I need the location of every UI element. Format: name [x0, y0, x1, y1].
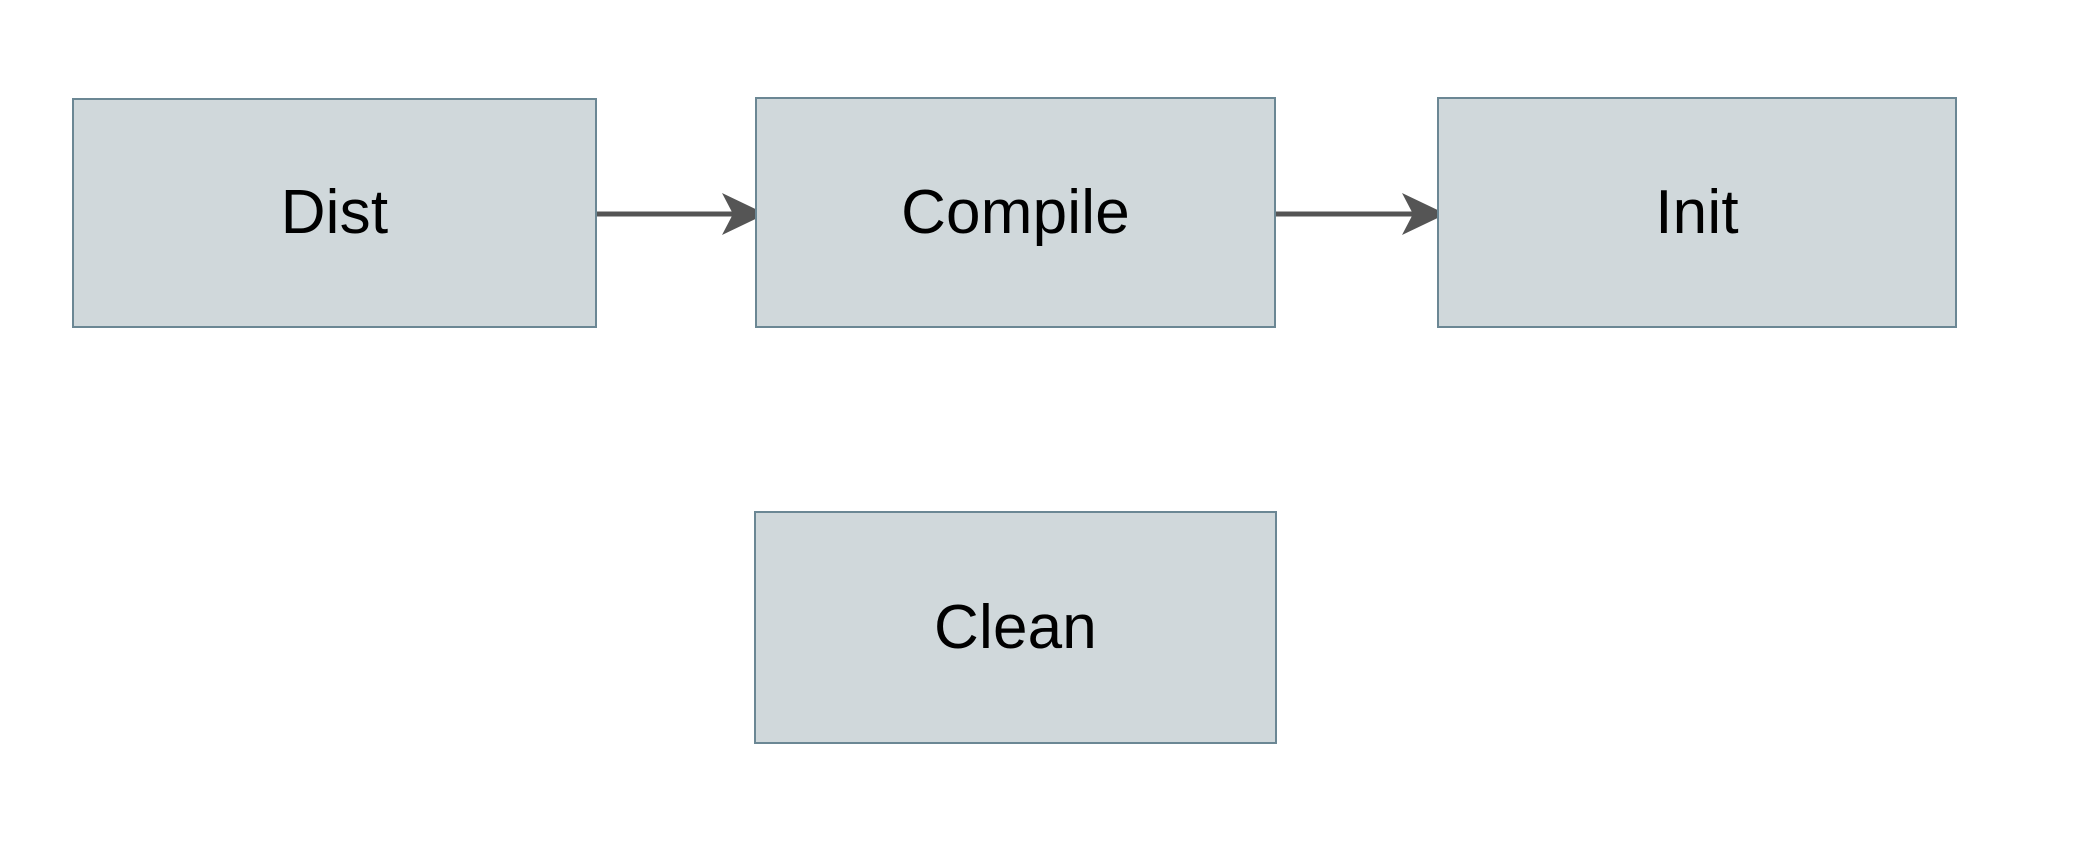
node-init[interactable]: Init — [1437, 97, 1957, 328]
node-label: Init — [1655, 177, 1739, 247]
node-dist[interactable]: Dist — [72, 98, 597, 328]
edge-compile-to-init — [1270, 193, 1446, 235]
node-compile[interactable]: Compile — [755, 97, 1276, 328]
node-label: Clean — [934, 592, 1097, 662]
node-label: Dist — [280, 178, 389, 247]
node-label: Compile — [901, 177, 1130, 247]
edge-dist-to-compile — [590, 193, 766, 235]
node-clean[interactable]: Clean — [754, 511, 1277, 744]
